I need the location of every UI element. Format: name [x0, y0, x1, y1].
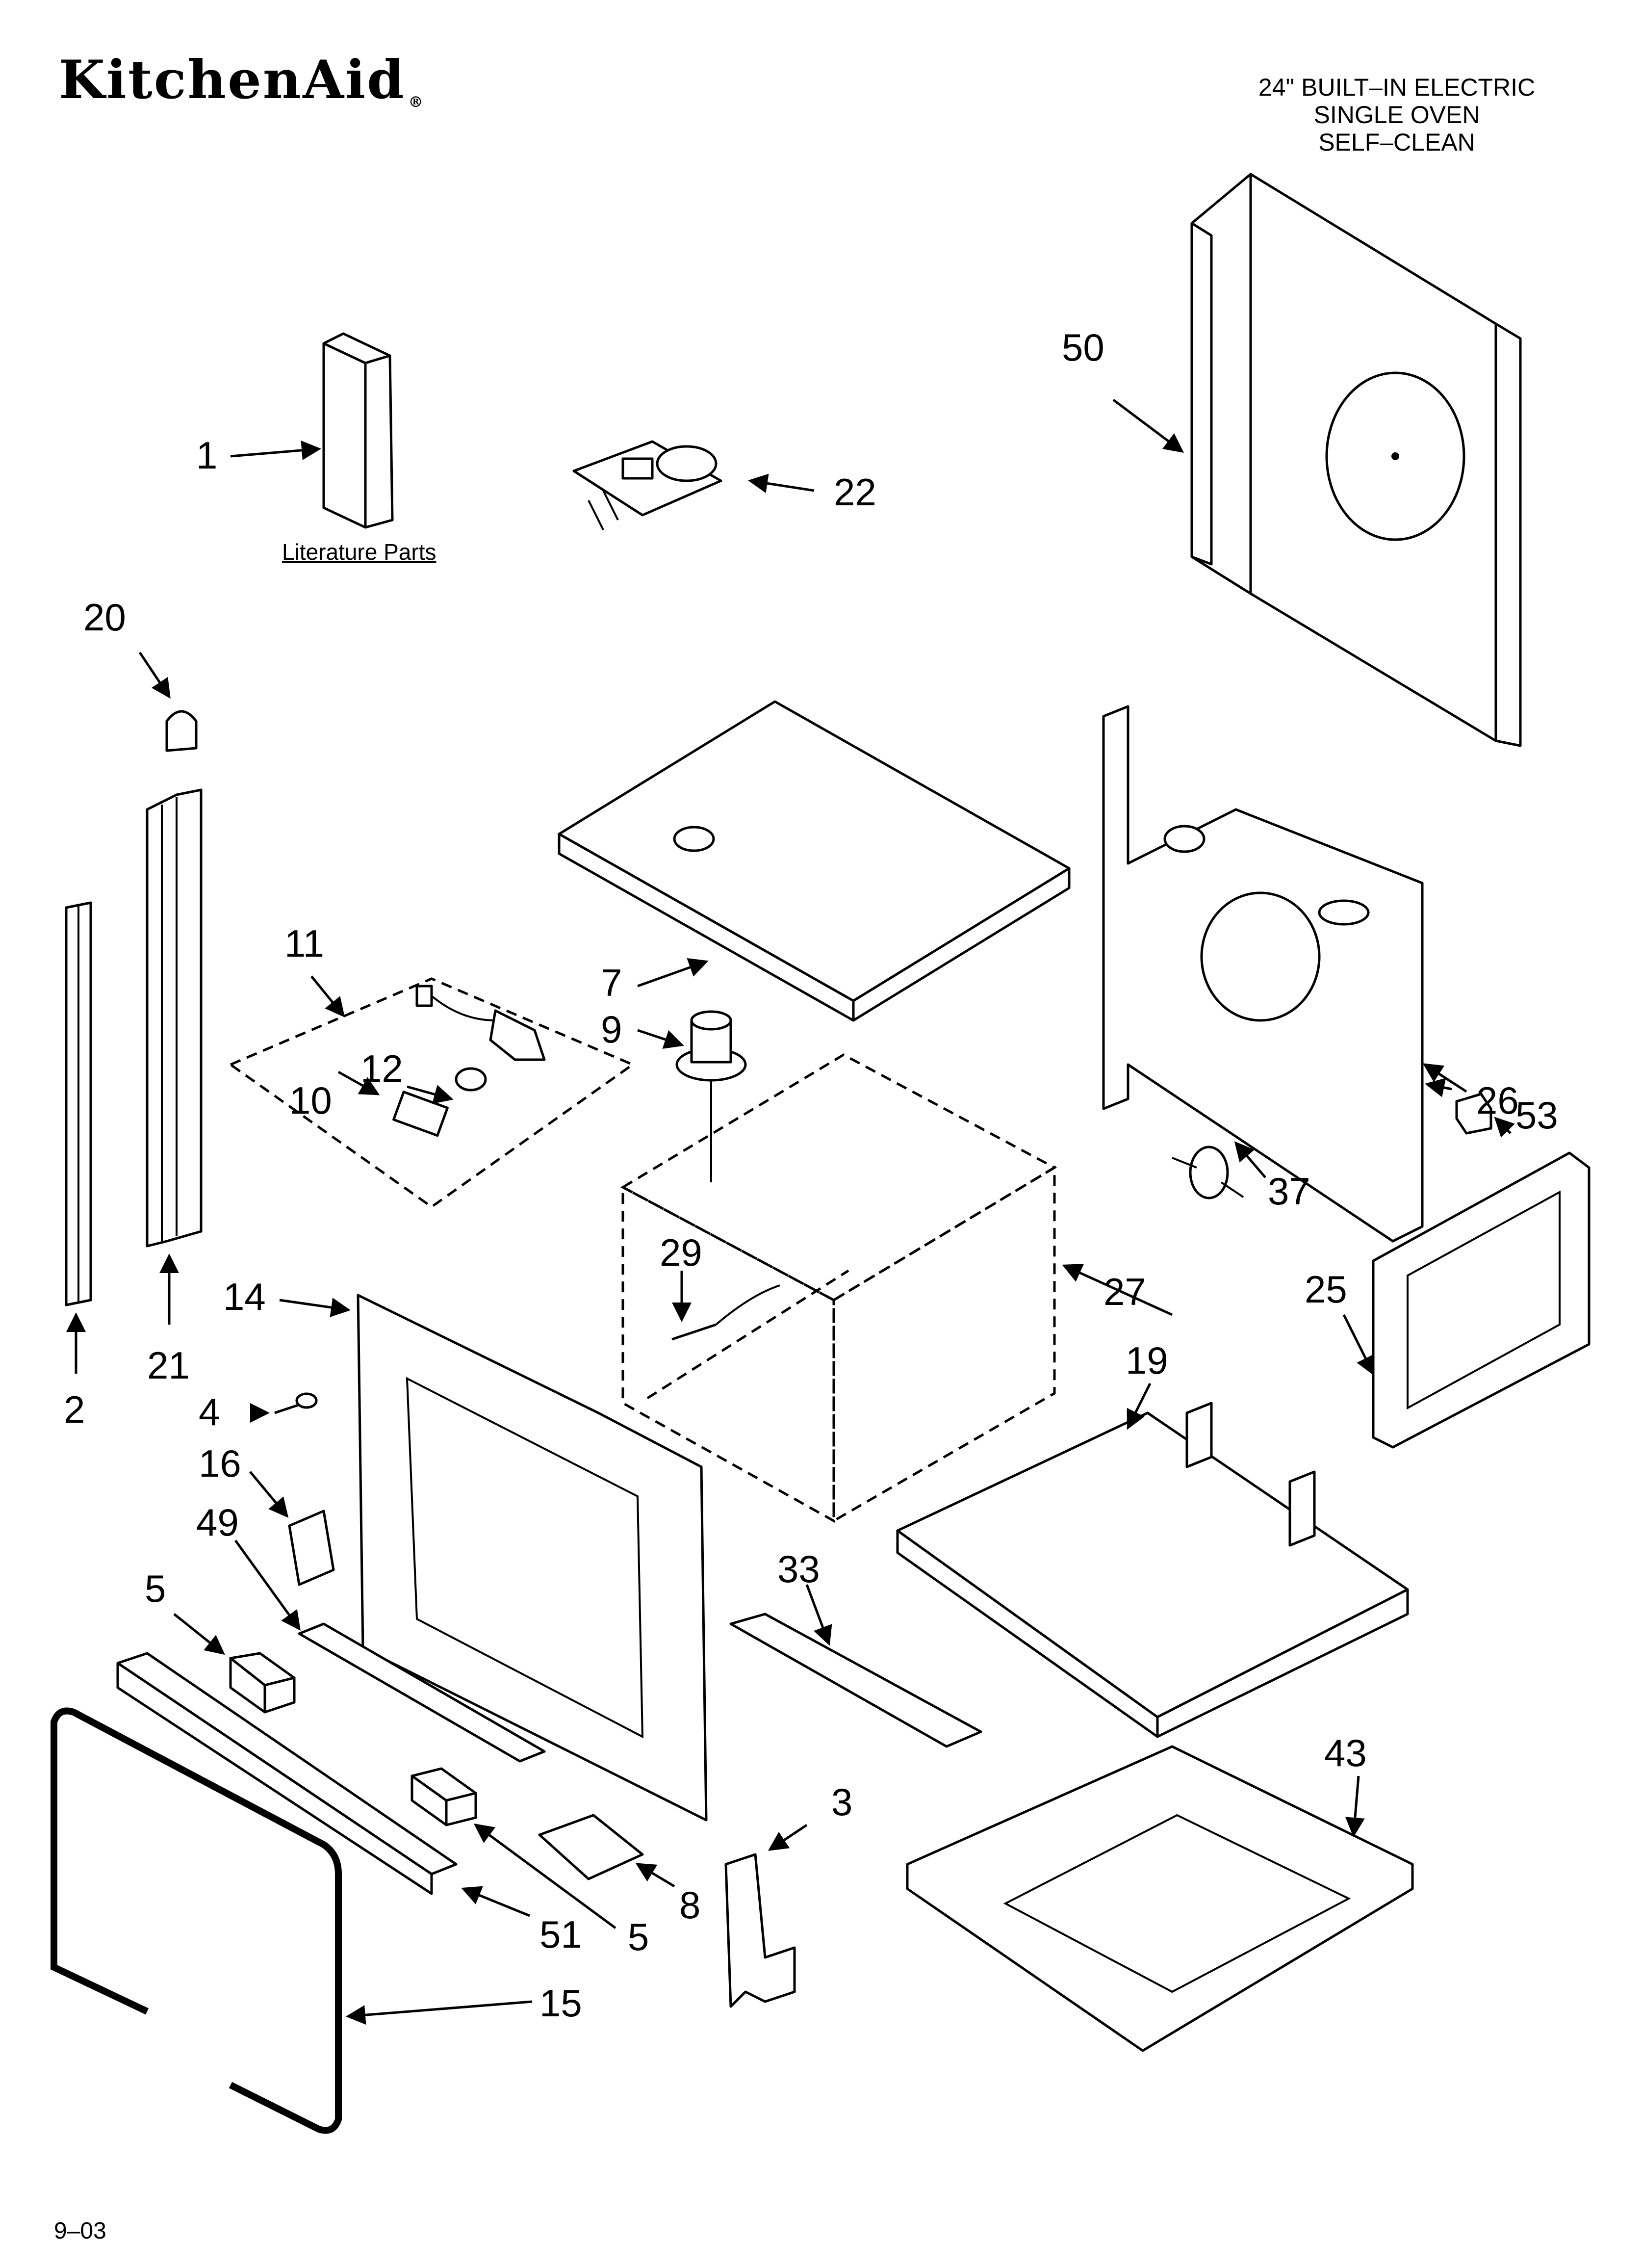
part-8-small-bracket: [538, 1814, 644, 1880]
part-25-side-panel: [1372, 1151, 1591, 1449]
callout-26: 26: [1476, 1079, 1519, 1122]
part-27-oven-cavity: [620, 1053, 1057, 1523]
callout-22: 22: [834, 470, 876, 514]
part-29-probe: [671, 1284, 780, 1341]
callout-19: 19: [1126, 1339, 1168, 1382]
callout-33: 33: [777, 1547, 820, 1590]
callout-7: 7: [601, 961, 622, 1004]
callout-20: 20: [83, 596, 126, 639]
callout-50: 50: [1062, 326, 1104, 369]
callout-27: 27: [1103, 1270, 1146, 1313]
part-20-end-cap: [165, 710, 198, 752]
part-2-side-trim: [65, 901, 92, 1306]
diagram-title: 24" BUILT–IN ELECTRIC SINGLE OVEN SELF–C…: [1201, 74, 1593, 156]
callout-53: 53: [1515, 1094, 1558, 1137]
part-14-front-frame: [357, 1294, 708, 1822]
part-53-clip: [1455, 1093, 1492, 1135]
callout-15: 15: [539, 1981, 582, 2025]
callout-43: 43: [1324, 1731, 1367, 1774]
part-50-back-panel: [1190, 173, 1522, 747]
part-7-top-panel: [558, 700, 1071, 1022]
callout-12: 12: [360, 1047, 403, 1090]
title-line-3: SELF–CLEAN: [1318, 129, 1475, 156]
kitchenaid-logo: KitchenAid®: [59, 49, 425, 111]
callout-49: 49: [196, 1501, 239, 1544]
part-21-side-rail: [146, 788, 203, 1248]
footer-code: 9–03: [54, 2218, 106, 2244]
part-26-rear-frame: [1102, 705, 1424, 1243]
part-5-spacer-bottom: [410, 1767, 477, 1826]
callout-51: 51: [539, 1913, 582, 1956]
callout-3: 3: [831, 1780, 852, 1824]
part-49-lower-bracket: [298, 1622, 546, 1763]
callout-25: 25: [1305, 1268, 1347, 1311]
part-9-fan-motor: [675, 1010, 747, 1182]
part-16-bracket: [288, 1510, 335, 1586]
callout-11: 11: [284, 922, 324, 965]
callout-labels: 1 22 50 20 11 7 9 12 10 53 26 37 29 27 2…: [64, 326, 1558, 2025]
title-line-2: SINGLE OVEN: [1313, 101, 1480, 129]
logo-text: KitchenAid: [59, 49, 406, 111]
callout-1: 1: [196, 434, 217, 477]
callout-9: 9: [601, 1008, 622, 1051]
callout-14: 14: [223, 1275, 266, 1318]
callout-21: 21: [147, 1344, 190, 1387]
callout-2: 2: [64, 1388, 85, 1431]
part-5-spacer-top: [229, 1652, 296, 1714]
callout-4: 4: [199, 1390, 220, 1434]
callout-5-upper: 5: [145, 1567, 166, 1610]
part-22-module: [572, 440, 722, 530]
callout-10: 10: [289, 1079, 332, 1122]
part-3-mounting-bracket: [724, 1853, 796, 2008]
registered-mark: ®: [408, 94, 425, 111]
callout-5-lower: 5: [628, 1915, 649, 1958]
title-line-1: 24" BUILT–IN ELECTRIC: [1258, 74, 1536, 101]
part-51-vent-trim: [116, 1652, 458, 1895]
part-11-light-assembly: [228, 977, 636, 1209]
part-1-literature: [322, 332, 394, 529]
callout-16: 16: [199, 1442, 241, 1485]
part-33-trim-strip: [729, 1613, 982, 1748]
callout-29: 29: [660, 1231, 702, 1274]
leader-arrows: [66, 399, 1515, 2025]
part-43-base-pan: [906, 1745, 1414, 2052]
callout-8: 8: [679, 1883, 700, 1927]
callout-37: 37: [1268, 1170, 1310, 1213]
literature-parts-label: Literature Parts: [282, 539, 436, 565]
part-19-bottom-panel: [896, 1402, 1409, 1738]
part-37-thermostat: [1172, 1146, 1244, 1199]
part-4-screw: [274, 1392, 318, 1414]
part-15-gasket: [51, 1707, 342, 2134]
